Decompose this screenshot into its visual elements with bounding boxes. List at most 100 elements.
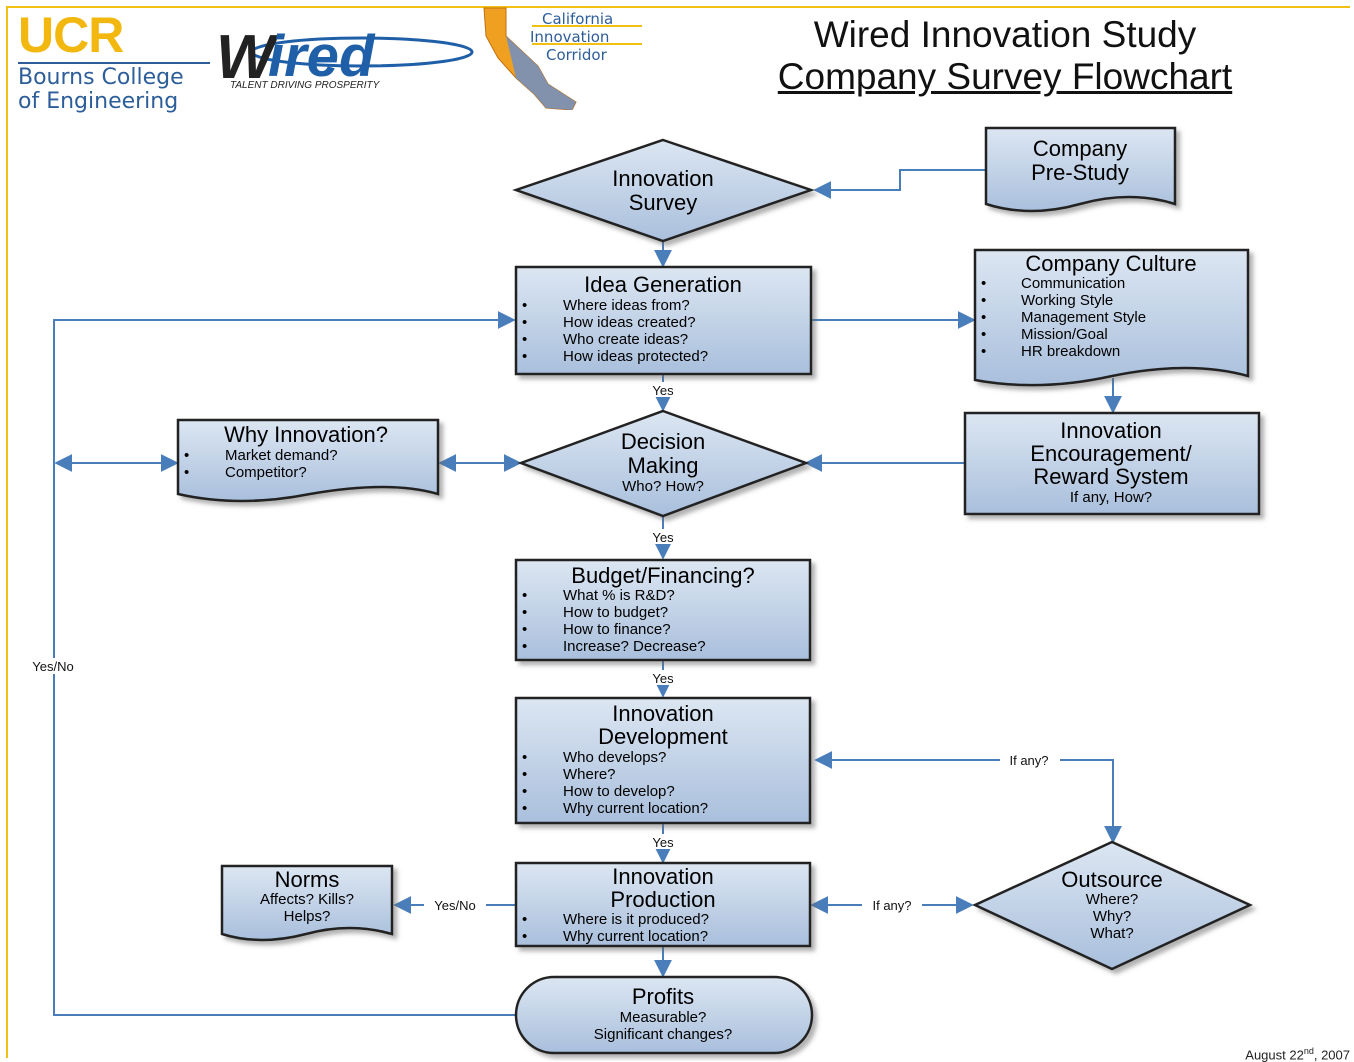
node-why <box>176 418 440 503</box>
corridor-line3: Corridor <box>546 46 607 64</box>
bullet-icon: • <box>522 911 527 928</box>
profits-sub2: Significant changes? <box>594 1026 732 1043</box>
bullet-icon: • <box>981 275 986 292</box>
bullet-icon: • <box>522 331 527 348</box>
development-bullet-1: Who develops? <box>563 749 666 766</box>
culture-bullet-5: HR breakdown <box>1021 343 1120 360</box>
bullet-icon: • <box>522 766 527 783</box>
culture-bullet-2: Working Style <box>1021 292 1113 309</box>
label-bg-yesno-norms <box>424 897 486 913</box>
idea-bullet-2: How ideas created? <box>563 314 696 331</box>
page-title: Wired Innovation Study <box>813 14 1197 55</box>
node-culture <box>973 248 1250 387</box>
edge-label-yes2: Yes <box>652 530 674 545</box>
bullet-icon: • <box>981 292 986 309</box>
bullet-icon: • <box>522 749 527 766</box>
bullet-icon: • <box>522 297 527 314</box>
bullet-icon: • <box>522 621 527 638</box>
production-bullet-1: Where is it produced? <box>563 911 709 928</box>
node-reward <box>963 411 1261 516</box>
date-sup: nd <box>1303 1046 1314 1056</box>
norms-sub2: Helps? <box>284 908 331 925</box>
culture-bullet-4: Mission/Goal <box>1021 326 1108 343</box>
edge-label-yesno-norms: Yes/No <box>434 898 475 913</box>
idea-bullet-3: Who create ideas? <box>563 331 688 348</box>
wired-tagline: TALENT DRIVING PROSPERITY <box>230 80 380 91</box>
edge-label-yes1: Yes <box>652 383 674 398</box>
idea-bullet-1: Where ideas from? <box>563 297 690 314</box>
culture-title: Company Culture <box>1025 251 1196 276</box>
label-bg-yes3 <box>647 670 681 685</box>
decision-line2: Making <box>628 453 699 478</box>
label-bg-yes4 <box>647 834 681 849</box>
edge-label-yes4: Yes <box>652 835 674 850</box>
bullet-icon: • <box>981 326 986 343</box>
bullet-icon: • <box>522 783 527 800</box>
date-suffix: , 2007 <box>1313 1047 1350 1062</box>
bullet-icon: • <box>184 447 189 464</box>
development-line1: Innovation <box>612 701 714 726</box>
survey-line2: Survey <box>629 190 697 215</box>
bullet-icon: • <box>981 343 986 360</box>
idea-bullet-4: How ideas protected? <box>563 348 708 365</box>
bullet-icon: • <box>184 464 189 481</box>
reward-line1: Innovation <box>1060 418 1162 443</box>
arrow-outsource-development <box>814 751 1122 844</box>
development-line2: Development <box>598 724 728 749</box>
bullet-icon: • <box>522 638 527 655</box>
ucr-logo-rule <box>18 62 210 64</box>
bullet-icon: • <box>522 800 527 817</box>
node-outsource <box>972 840 1253 971</box>
reward-line2: Encouragement/ <box>1030 441 1192 466</box>
node-survey <box>512 138 815 243</box>
bullet-icon: • <box>522 587 527 604</box>
node-development <box>514 696 812 825</box>
bullet-icon: • <box>522 604 527 621</box>
node-idea <box>514 265 813 376</box>
production-line1: Innovation <box>612 864 714 889</box>
norms-sub1: Affects? Kills? <box>260 891 354 908</box>
budget-title: Budget/Financing? <box>571 563 754 588</box>
edge-label-ifany-dev: If any? <box>1009 753 1048 768</box>
outsource-sub1: Where? <box>1086 891 1139 908</box>
outsource-sub2: Why? <box>1093 908 1131 925</box>
page-subtitle: Company Survey Flowchart <box>777 56 1233 97</box>
label-bg-yes1 <box>647 382 681 397</box>
label-bg-yes2 <box>647 529 681 544</box>
node-budget <box>514 558 812 662</box>
development-bullet-4: Why current location? <box>563 800 708 817</box>
budget-bullet-3: How to finance? <box>563 621 671 638</box>
node-decision <box>517 409 810 518</box>
bullet-icon: • <box>522 314 527 331</box>
profits-title: Profits <box>632 984 694 1009</box>
wired-letters: ired <box>268 26 376 89</box>
wired-orbit-icon <box>250 36 474 68</box>
why-bullet-1: Market demand? <box>225 447 338 464</box>
wired-logo: W ired <box>216 26 474 92</box>
culture-bullet-1: Communication <box>1021 275 1125 292</box>
norms-title: Norms <box>275 867 340 892</box>
label-bg-yesno-loop <box>20 658 86 674</box>
date-prefix: August 22 <box>1245 1047 1304 1062</box>
corridor-line2: Innovation <box>530 28 610 46</box>
edge-label-ifany-prod: If any? <box>872 898 911 913</box>
node-prestudy <box>984 126 1177 213</box>
culture-bullet-3: Management Style <box>1021 309 1146 326</box>
california-map-icon <box>483 7 642 110</box>
prestudy-line1: Company <box>1033 136 1127 161</box>
reward-sub: If any, How? <box>1070 489 1152 506</box>
bullet-icon: • <box>522 348 527 365</box>
decision-line1: Decision <box>621 429 705 454</box>
ucr-logo-text: UCR <box>18 7 124 63</box>
page-frame <box>6 6 1350 1058</box>
outsource-title: Outsource <box>1061 867 1163 892</box>
idea-title: Idea Generation <box>584 272 742 297</box>
label-bg-ifany-dev <box>1000 752 1060 768</box>
production-bullet-2: Why current location? <box>563 928 708 945</box>
college-name-line2: of Engineering <box>18 89 179 114</box>
college-name-line1: Bourns College <box>18 65 184 90</box>
node-profits <box>514 975 814 1055</box>
label-bg-ifany-prod <box>862 897 922 913</box>
budget-bullet-4: Increase? Decrease? <box>563 638 706 655</box>
